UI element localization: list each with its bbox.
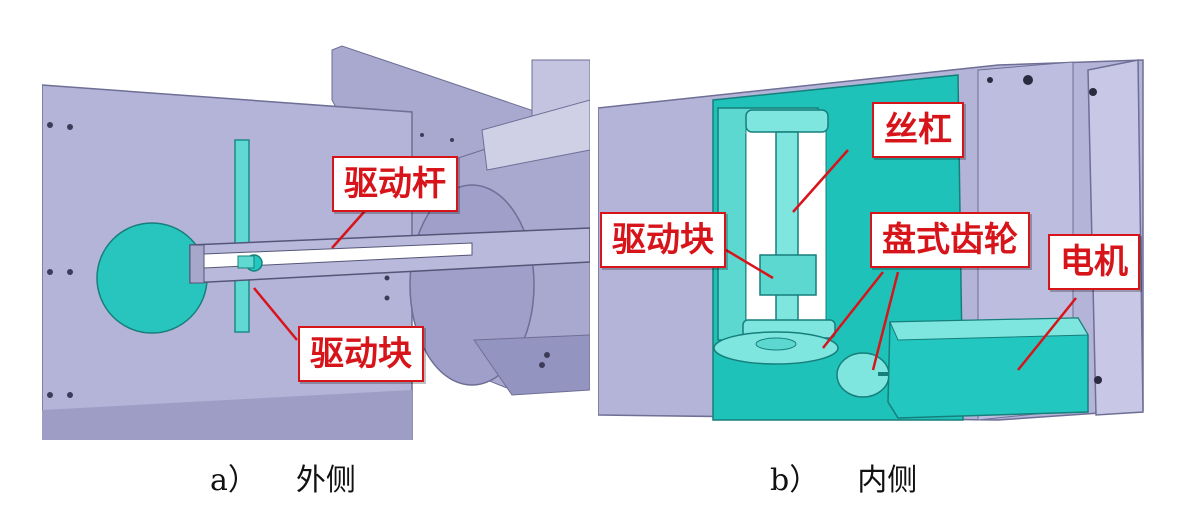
screw-top-cap [745, 109, 829, 133]
side-sheet-top [481, 99, 590, 171]
drive-block-leader-a [253, 287, 298, 341]
drive-block-leader-b [725, 248, 774, 280]
caption-a-text: 外侧 [295, 463, 356, 498]
caption-a: a） 外侧 [210, 455, 356, 499]
disc-gear-leader [822, 271, 884, 349]
panel-inner-side: 丝杠 驱动块 盘式齿轮 电机 [598, 40, 1158, 440]
disc-gear-hub [755, 337, 797, 351]
lead-screw [775, 131, 799, 333]
callout-motor: 电机 [1048, 234, 1140, 290]
callout-drive-block-a: 驱动块 [298, 326, 424, 382]
rod-end [189, 244, 205, 284]
panel-outer-side: 驱动杆 驱动块 [42, 40, 590, 440]
motor-leader [1017, 297, 1077, 371]
motor-top [889, 317, 1089, 341]
callout-drive-rod: 驱动杆 [332, 156, 458, 212]
slider-block [237, 255, 255, 269]
mounting-holes [47, 122, 550, 398]
bottom-fold [473, 334, 590, 396]
callout-lead-screw: 丝杠 [872, 102, 964, 158]
caption-b: b） 内侧 [770, 455, 917, 499]
inner-side-drawing [598, 59, 1144, 421]
caption-b-tag: b） [770, 463, 820, 498]
caption-b-text: 内侧 [857, 463, 918, 498]
housing-bottom-edge [42, 390, 412, 440]
pinion-leader [871, 271, 900, 371]
lead-screw-leader [792, 149, 849, 213]
callout-disc-gear: 盘式齿轮 [870, 212, 1030, 268]
vertical-guide [234, 139, 250, 333]
caption-a-tag: a） [210, 463, 258, 498]
outer-side-drawing [42, 45, 590, 440]
callout-drive-block-b: 驱动块 [600, 212, 726, 268]
